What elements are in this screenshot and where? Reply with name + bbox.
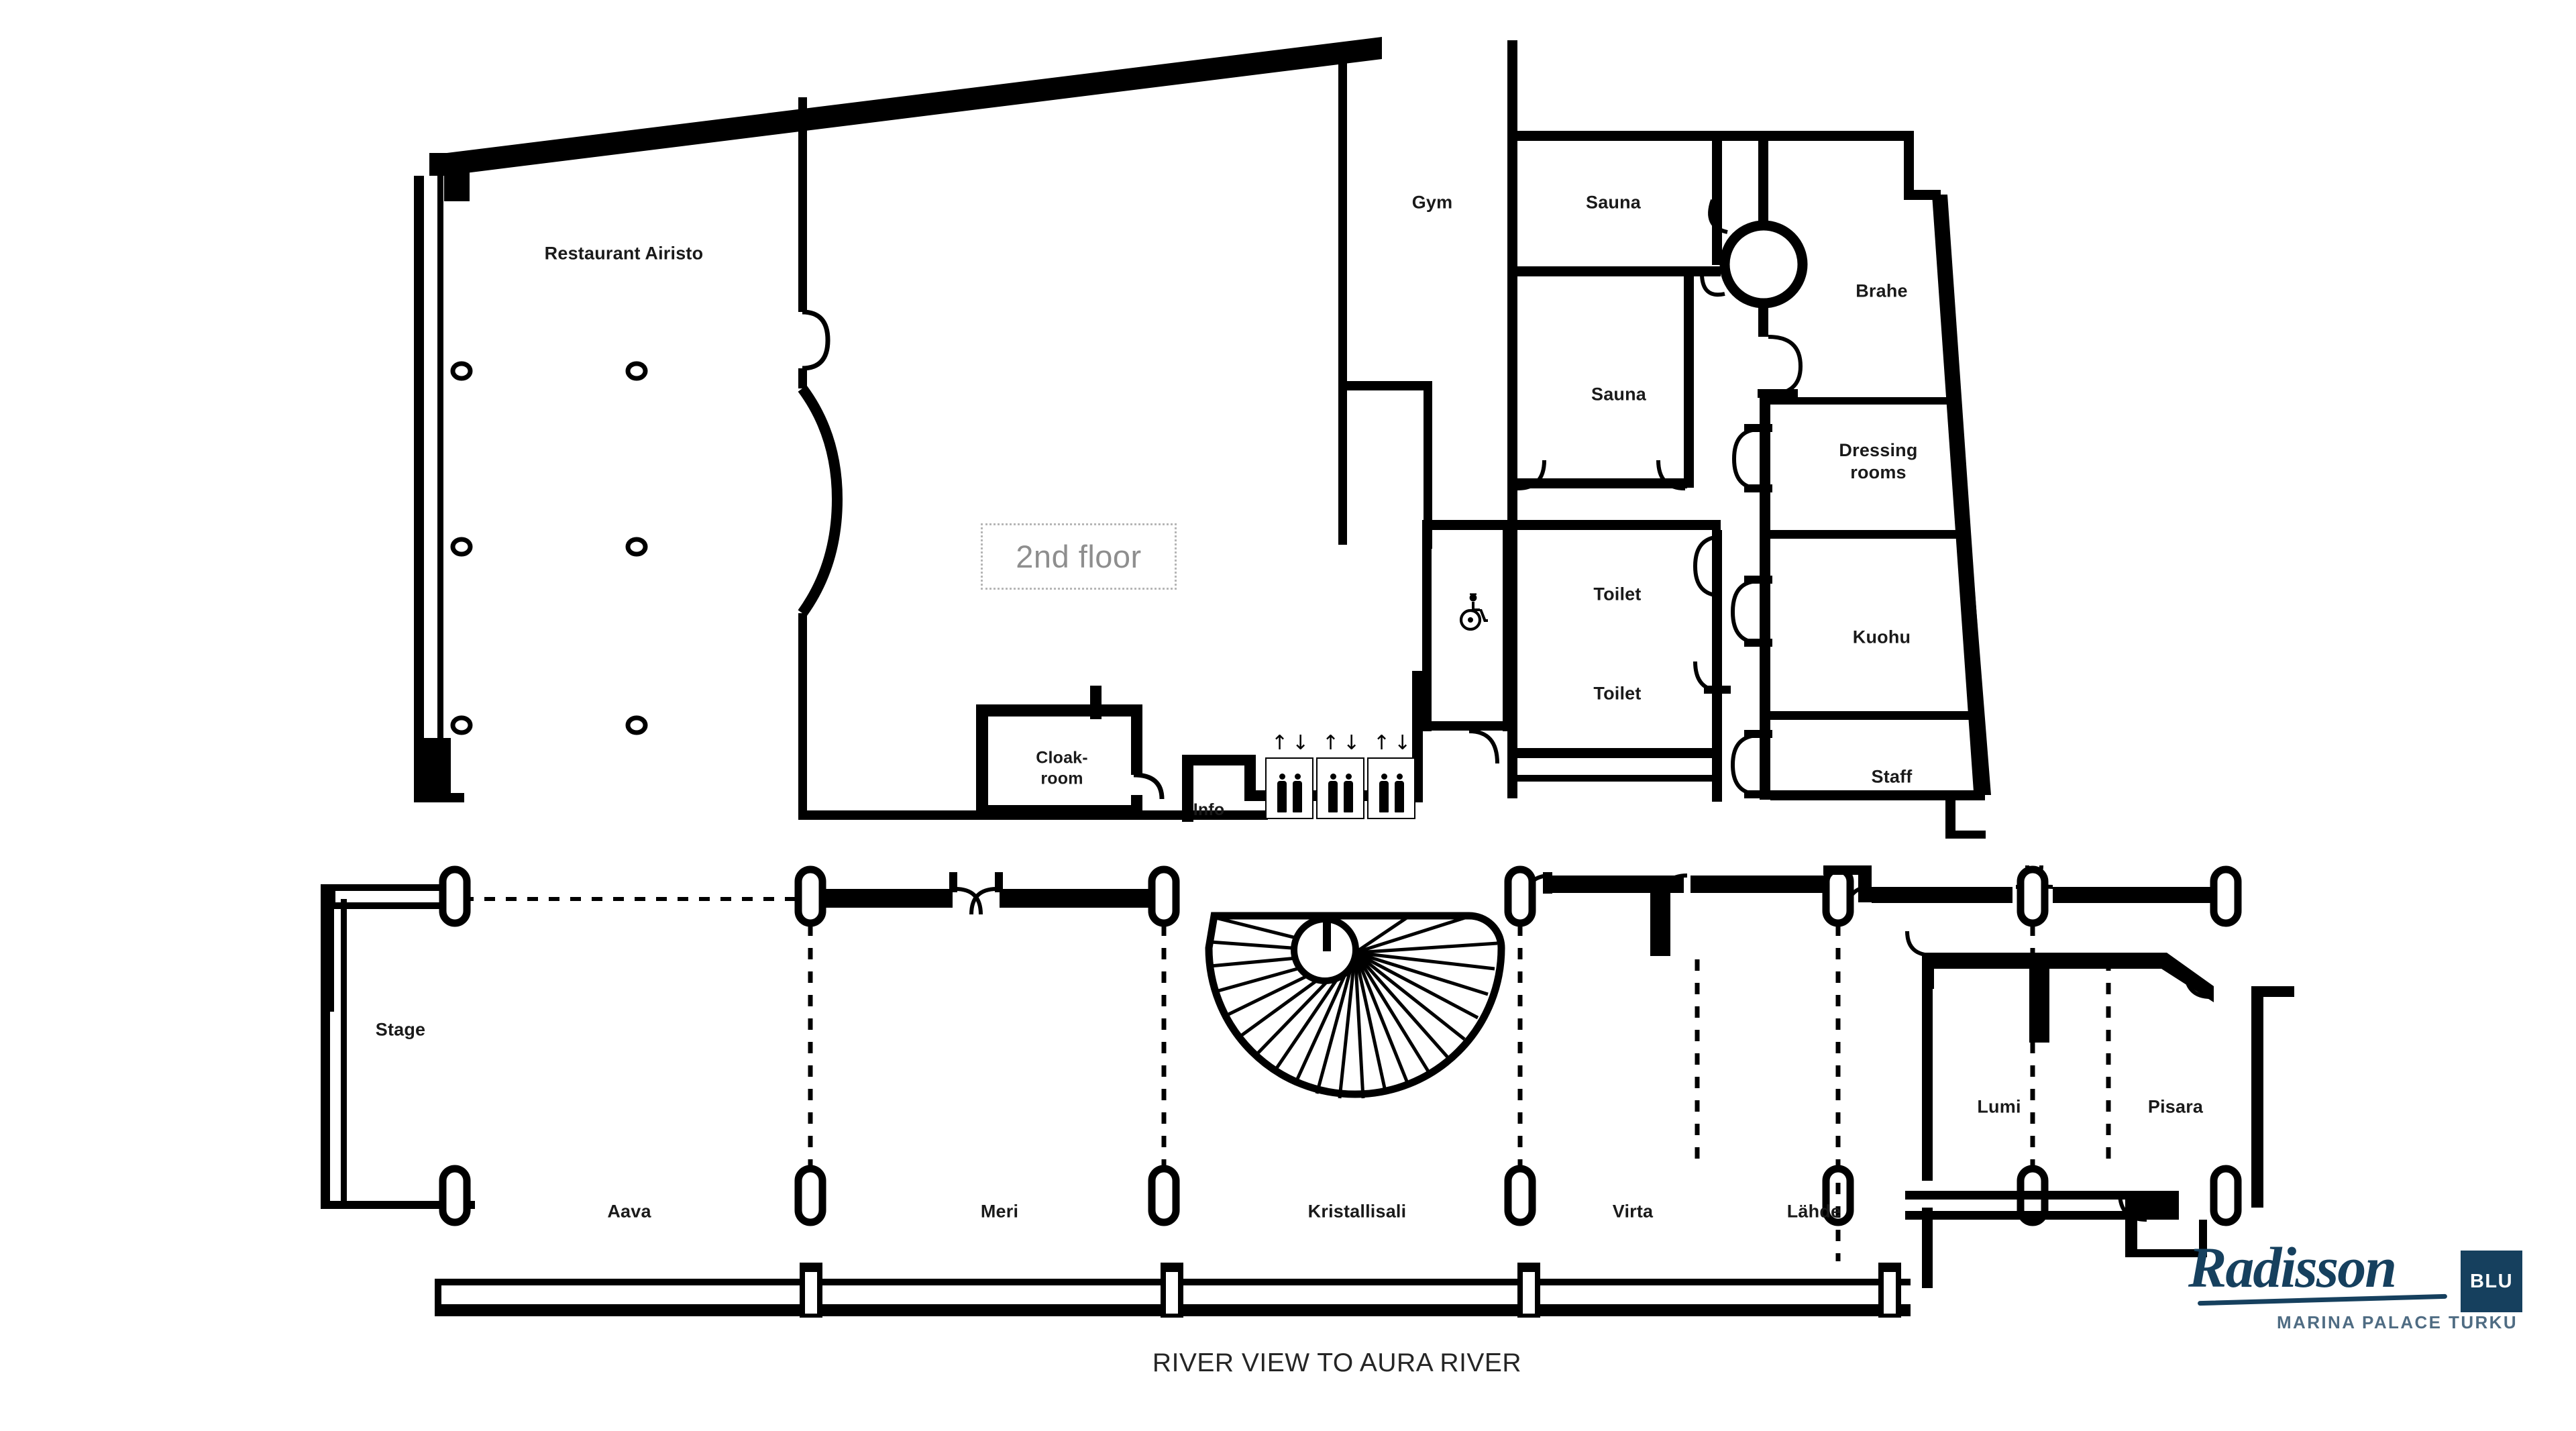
partition-pillars <box>439 865 2242 1261</box>
fan-staircase-icon <box>1205 912 1505 1099</box>
room-label-sauna-lower[interactable]: Sauna <box>1591 384 1647 405</box>
elevator-bank[interactable]: ↑ ↓ ↑ ↓ ↑ ↓ <box>1265 732 1417 820</box>
room-label-virta[interactable]: Virta <box>1612 1201 1654 1222</box>
airisto-divider-wall <box>798 97 1268 820</box>
room-label-pisara[interactable]: Pisara <box>2147 1096 2204 1117</box>
elevator-car-1[interactable] <box>1265 757 1313 819</box>
elevator-down-arrow-icon: ↓ <box>1343 731 1360 755</box>
spiral-staircase-icon <box>1699 131 1808 398</box>
room-label-info[interactable]: Info <box>1193 800 1225 819</box>
river-view-caption: RIVER VIEW TO AURA RIVER <box>1152 1348 1522 1377</box>
lahde-walls <box>1823 865 1872 902</box>
elevator-arrows-2: ↑ ↓ <box>1316 732 1366 755</box>
column-icon-group <box>450 361 648 735</box>
lumi-pisara-walls <box>1905 931 2294 1288</box>
room-label-toilet-upper[interactable]: Toilet <box>1593 584 1642 604</box>
elevator-up-arrow-icon: ↑ <box>1271 731 1288 755</box>
room-label-dressing-rooms[interactable]: Dressing rooms <box>1839 440 1918 482</box>
person-icon <box>1394 774 1405 812</box>
room-label-sauna-upper[interactable]: Sauna <box>1585 192 1642 213</box>
radisson-blu-logo[interactable]: Radisson BLU MARINA PALACE TURKU <box>2188 1233 2551 1347</box>
brand-wordmark: Radisson <box>2188 1235 2397 1300</box>
person-icon <box>1379 774 1389 812</box>
room-label-meri[interactable]: Meri <box>980 1201 1019 1222</box>
room-label-lahde[interactable]: Lähde <box>1786 1201 1841 1222</box>
corridor-walls <box>329 865 2231 956</box>
room-label-staff[interactable]: Staff <box>1871 766 1913 787</box>
room-label-toilet-lower[interactable]: Toilet <box>1593 683 1642 704</box>
elevator-arrows-1: ↑ ↓ <box>1265 732 1315 755</box>
brand-property-name: MARINA PALACE TURKU <box>2277 1312 2518 1332</box>
room-label-kuohu[interactable]: Kuohu <box>1852 627 1911 647</box>
second-floor-callout: 2nd floor <box>981 523 1177 590</box>
room-label-kristallisali[interactable]: Kristallisali <box>1307 1201 1407 1222</box>
accessible-toilet-icon <box>1457 593 1492 631</box>
person-icon <box>1292 774 1303 812</box>
brand-blu-box <box>2461 1251 2522 1312</box>
elevator-down-arrow-icon: ↓ <box>1394 731 1411 755</box>
person-icon <box>1343 774 1354 812</box>
elevator-car-2[interactable] <box>1316 757 1364 819</box>
brand-blu-badge: BLU <box>2469 1270 2514 1292</box>
room-label-brahe[interactable]: Brahe <box>1856 280 1908 301</box>
person-icon <box>1277 774 1287 812</box>
elevator-up-arrow-icon: ↑ <box>1322 731 1339 755</box>
room-label-restaurant-airisto[interactable]: Restaurant Airisto <box>544 243 704 264</box>
room-label-cloakroom[interactable]: Cloak- room <box>1036 748 1088 788</box>
restaurant-airisto-walls <box>414 37 1382 802</box>
room-label-gym[interactable]: Gym <box>1411 192 1453 213</box>
right-wing-walls <box>1722 131 1991 839</box>
second-floor-label: 2nd floor <box>1016 539 1142 574</box>
room-label-stage[interactable]: Stage <box>375 1019 426 1040</box>
elevator-down-arrow-icon: ↓ <box>1292 731 1309 755</box>
banquet-perimeter-walls <box>321 884 1911 1318</box>
person-icon <box>1328 774 1338 812</box>
elevator-arrows-3: ↑ ↓ <box>1367 732 1417 755</box>
gym-left-wall <box>1338 47 1432 549</box>
room-label-lumi[interactable]: Lumi <box>1977 1096 2021 1117</box>
room-label-aava[interactable]: Aava <box>607 1201 651 1222</box>
elevator-up-arrow-icon: ↑ <box>1373 731 1390 755</box>
elevator-car-3[interactable] <box>1367 757 1415 819</box>
